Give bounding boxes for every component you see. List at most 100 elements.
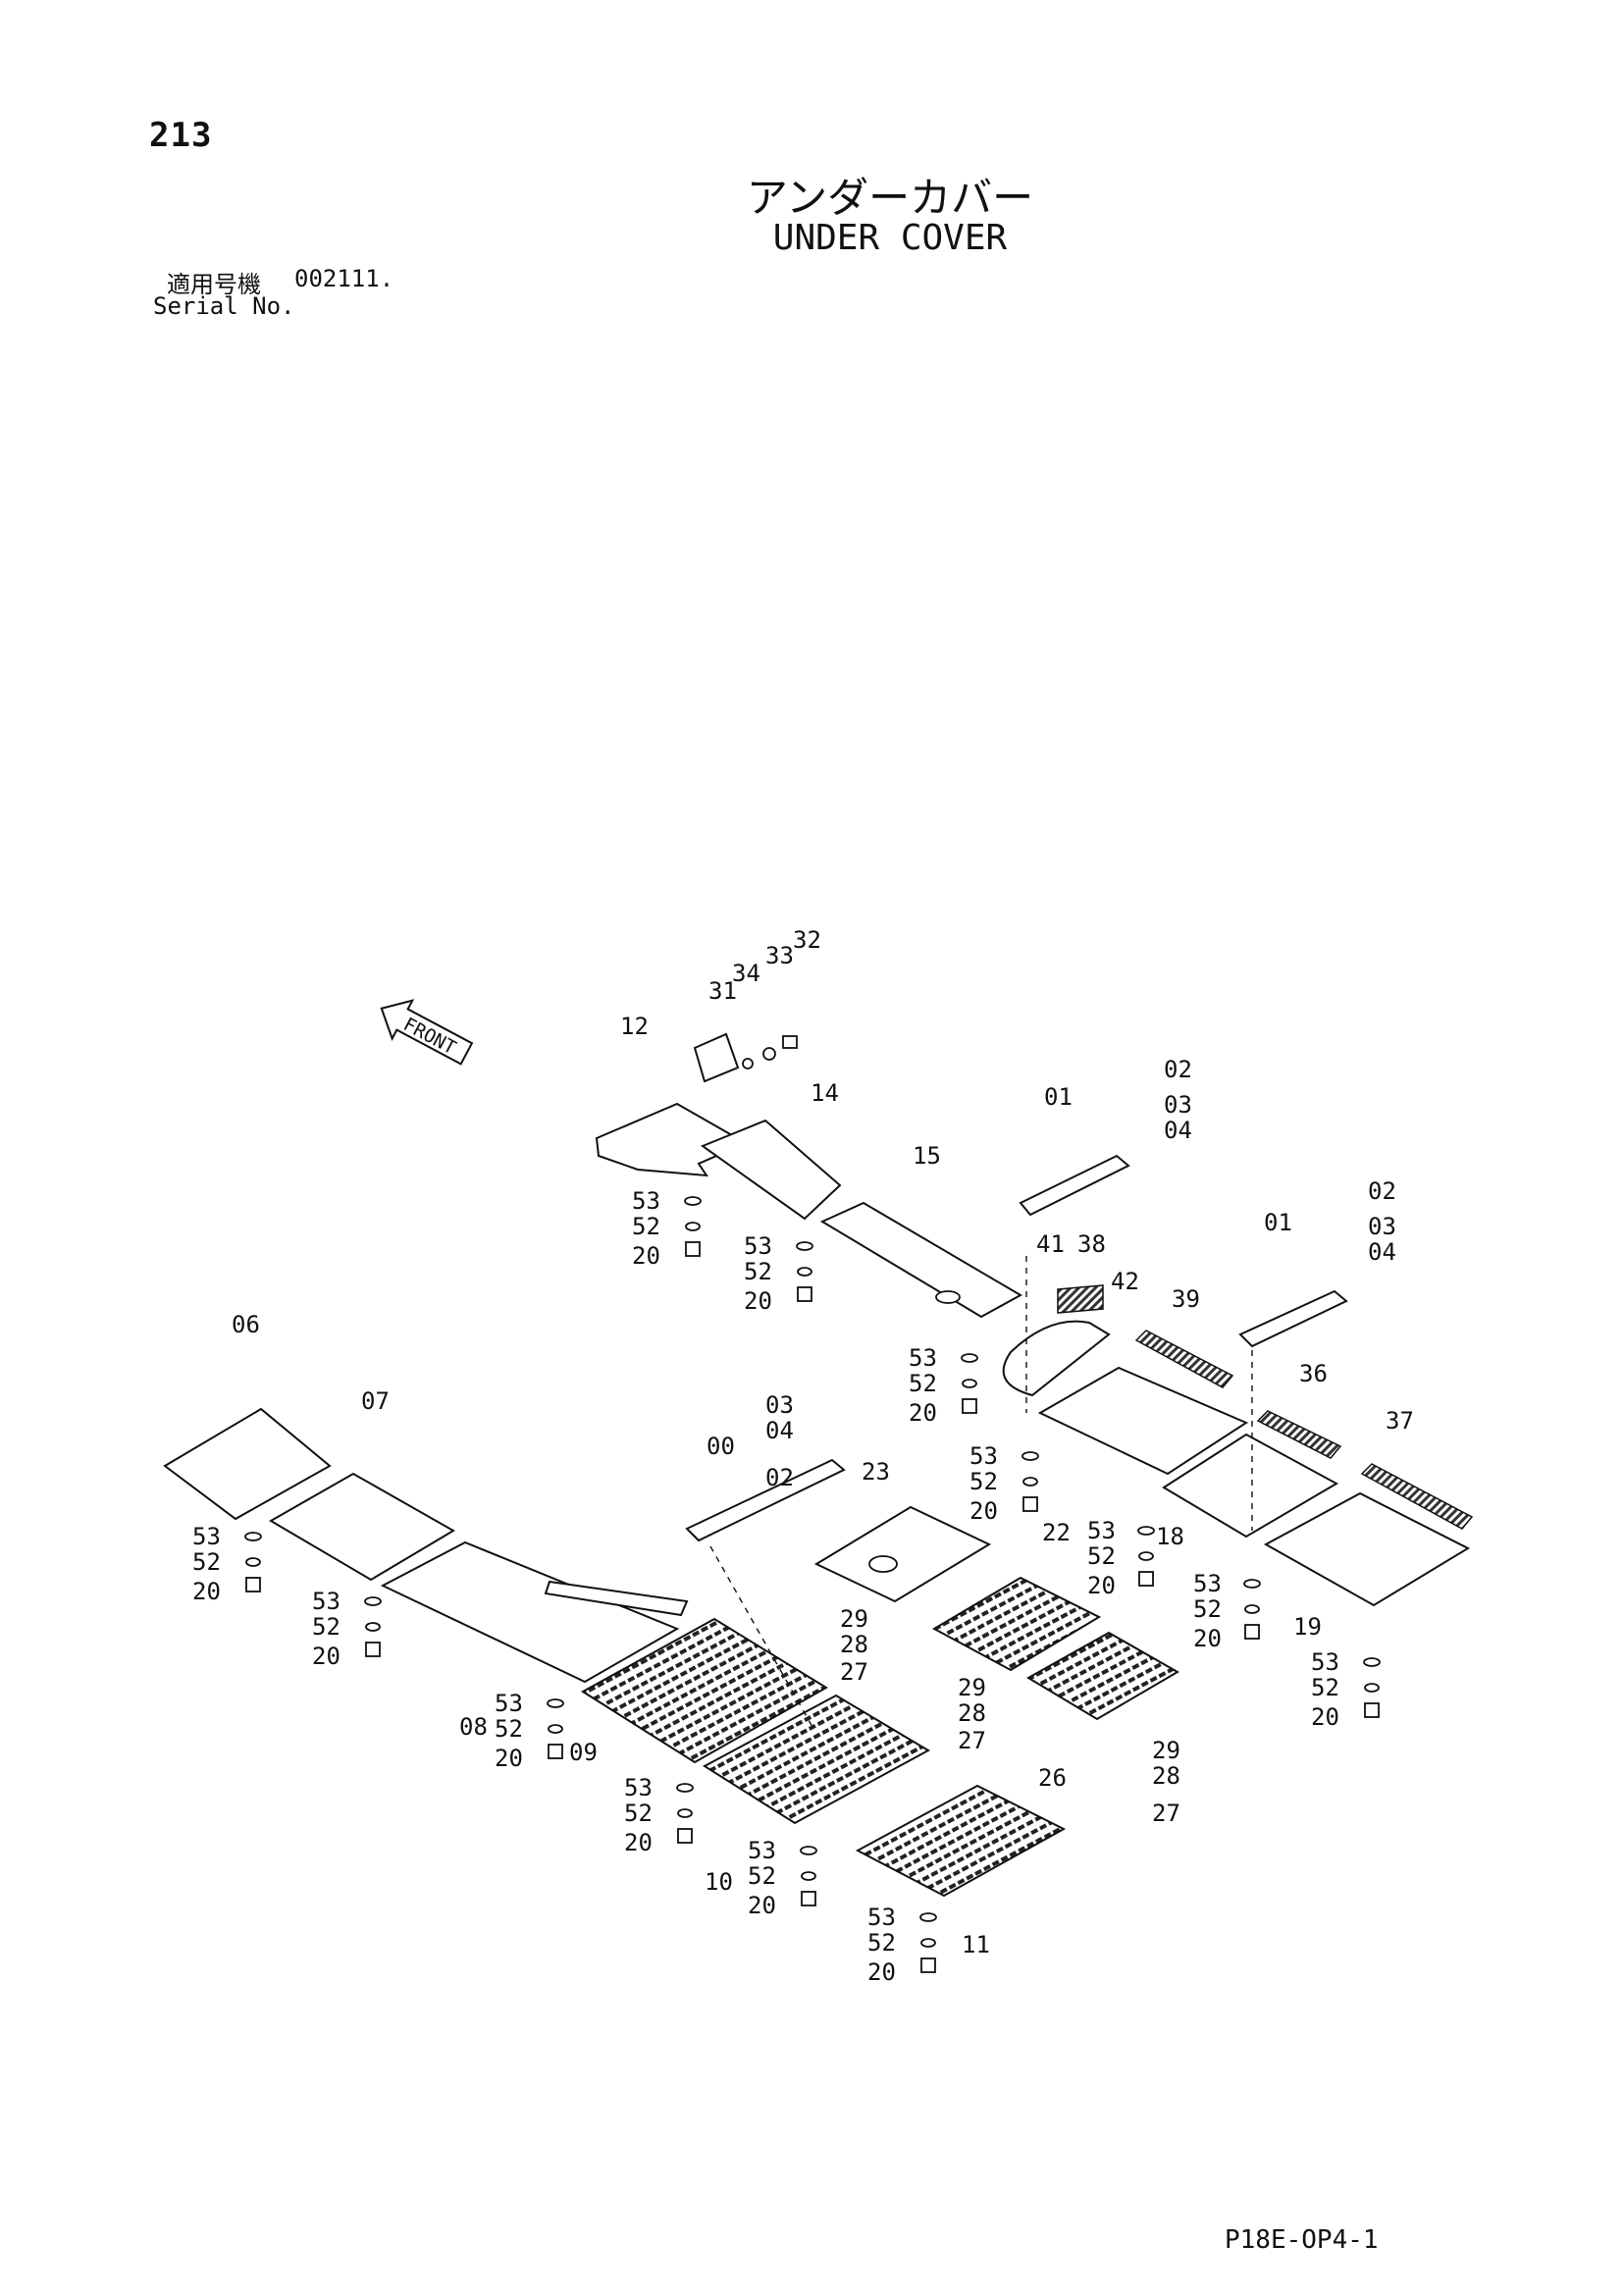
- cover-part-06: [163, 1407, 332, 1521]
- serial-label-english: Serial No.: [153, 292, 295, 320]
- part-labels: 31 34 33 32 12 14 15 01 02 03 04 01 02 0…: [192, 926, 1414, 1986]
- bolt-part-32: [782, 1035, 798, 1049]
- svg-text:07: 07: [361, 1387, 390, 1415]
- svg-text:27: 27: [840, 1658, 868, 1686]
- washer-part-34: [742, 1058, 754, 1070]
- svg-text:20: 20: [969, 1497, 998, 1525]
- svg-text:28: 28: [840, 1631, 868, 1658]
- svg-text:53: 53: [748, 1837, 776, 1864]
- cover-part-08: [380, 1540, 680, 1684]
- svg-text:00: 00: [707, 1433, 735, 1460]
- cover-part-22: [931, 1576, 1102, 1672]
- svg-text:41: 41: [1036, 1230, 1065, 1258]
- cover-part-18: [1162, 1433, 1339, 1539]
- svg-text:28: 28: [1152, 1762, 1180, 1790]
- svg-text:22: 22: [1042, 1519, 1071, 1546]
- svg-text:10: 10: [705, 1868, 733, 1896]
- svg-text:53: 53: [632, 1187, 660, 1215]
- svg-text:14: 14: [811, 1079, 839, 1107]
- cover-part-08-rail: [544, 1580, 689, 1617]
- svg-text:03: 03: [1164, 1091, 1192, 1119]
- svg-text:04: 04: [1368, 1238, 1396, 1266]
- svg-text:18: 18: [1156, 1523, 1184, 1550]
- cover-part-15: [819, 1201, 1023, 1319]
- svg-text:53: 53: [909, 1344, 937, 1372]
- svg-text:08: 08: [459, 1713, 488, 1741]
- svg-text:09: 09: [569, 1739, 598, 1766]
- svg-text:52: 52: [312, 1613, 340, 1641]
- svg-text:29: 29: [840, 1605, 868, 1633]
- svg-text:20: 20: [748, 1892, 776, 1919]
- front-arrow-icon: FRONT: [380, 999, 474, 1066]
- svg-text:52: 52: [867, 1929, 896, 1957]
- svg-text:02: 02: [1164, 1056, 1192, 1083]
- strip-part-38: [1057, 1284, 1104, 1314]
- svg-text:38: 38: [1077, 1230, 1106, 1258]
- svg-text:52: 52: [495, 1715, 523, 1743]
- svg-text:15: 15: [913, 1142, 941, 1170]
- cover-part-07: [269, 1472, 455, 1582]
- svg-text:01: 01: [1264, 1209, 1292, 1236]
- svg-text:39: 39: [1172, 1285, 1200, 1313]
- cover-part-19: [1263, 1491, 1471, 1607]
- svg-text:02: 02: [1368, 1177, 1396, 1205]
- svg-text:20: 20: [312, 1643, 340, 1670]
- bracket-part-01-upper: [1019, 1154, 1130, 1217]
- svg-text:34: 34: [732, 960, 760, 987]
- strip-part-39: [1134, 1330, 1234, 1388]
- svg-text:28: 28: [958, 1699, 986, 1727]
- strip-part-37: [1360, 1463, 1474, 1530]
- cover-part-10: [703, 1694, 931, 1825]
- strip-part-36: [1256, 1410, 1342, 1459]
- svg-text:52: 52: [1087, 1542, 1116, 1570]
- svg-text:53: 53: [495, 1690, 523, 1717]
- svg-text:01: 01: [1044, 1083, 1073, 1111]
- page-title-english: UNDER COVER: [772, 218, 1008, 258]
- svg-text:20: 20: [1311, 1703, 1339, 1731]
- svg-text:52: 52: [744, 1258, 772, 1285]
- svg-text:29: 29: [1152, 1737, 1180, 1764]
- svg-text:53: 53: [624, 1774, 653, 1801]
- washer-part-33: [762, 1047, 776, 1061]
- svg-text:53: 53: [744, 1232, 772, 1260]
- svg-text:52: 52: [632, 1213, 660, 1240]
- svg-text:32: 32: [793, 926, 821, 954]
- svg-text:20: 20: [909, 1399, 937, 1427]
- cover-part-41: [1002, 1320, 1111, 1397]
- svg-text:53: 53: [969, 1442, 998, 1470]
- svg-text:52: 52: [969, 1468, 998, 1495]
- cover-part-11: [855, 1784, 1067, 1898]
- svg-text:37: 37: [1386, 1407, 1414, 1435]
- svg-text:36: 36: [1299, 1360, 1328, 1387]
- svg-text:11: 11: [962, 1931, 990, 1958]
- bracket-part-00: [685, 1458, 846, 1542]
- svg-text:03: 03: [765, 1391, 794, 1419]
- svg-text:53: 53: [192, 1523, 221, 1550]
- serial-number-value: 002111.: [294, 265, 394, 292]
- svg-text:20: 20: [1087, 1572, 1116, 1599]
- svg-text:31: 31: [708, 977, 737, 1005]
- svg-text:33: 33: [765, 942, 794, 969]
- svg-text:52: 52: [624, 1800, 653, 1827]
- svg-text:52: 52: [1193, 1595, 1222, 1623]
- svg-text:52: 52: [748, 1862, 776, 1890]
- svg-text:20: 20: [192, 1578, 221, 1605]
- cover-part-09: [581, 1617, 828, 1764]
- page-title-japanese: アンダーカバー: [746, 174, 1034, 222]
- cover-part-42: [1037, 1366, 1249, 1476]
- svg-text:20: 20: [867, 1958, 896, 1986]
- svg-text:20: 20: [632, 1242, 660, 1270]
- svg-text:27: 27: [1152, 1800, 1180, 1827]
- cover-part-14: [700, 1119, 842, 1221]
- svg-text:20: 20: [744, 1287, 772, 1315]
- svg-text:53: 53: [1193, 1570, 1222, 1597]
- svg-text:27: 27: [958, 1727, 986, 1754]
- cover-part-23: [813, 1505, 992, 1603]
- svg-text:03: 03: [1368, 1213, 1396, 1240]
- cover-part-12: [595, 1102, 749, 1177]
- page-number: 213: [149, 116, 213, 155]
- svg-text:42: 42: [1111, 1268, 1139, 1295]
- svg-text:19: 19: [1293, 1613, 1322, 1641]
- serial-label-japanese: 適用号機: [167, 271, 261, 298]
